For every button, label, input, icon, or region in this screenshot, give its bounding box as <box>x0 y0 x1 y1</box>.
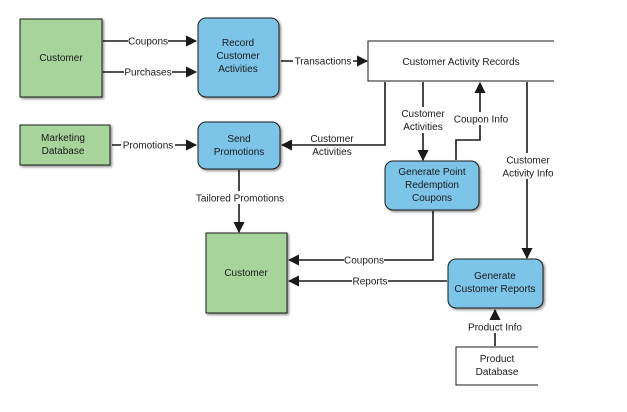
flow-label-coupon-info: Coupon Info <box>454 115 509 126</box>
flow-line-coupons-out <box>287 211 434 266</box>
store-customer-activity-records: Customer Activity Records <box>367 40 554 82</box>
flow-label-reports: Reports <box>352 277 387 288</box>
flow-line-activities-to-send <box>280 82 386 151</box>
flow-label-tailored: Tailored Promotions <box>196 194 284 205</box>
store-label-customer-activity-records: Customer Activity Records <box>402 57 519 68</box>
entity-customer-middle: Customer <box>205 232 288 314</box>
flow-label-product-info: Product Info <box>468 323 522 334</box>
flow-label-coupons-out: Coupons <box>344 256 384 267</box>
flow-line-coupon-info <box>455 81 486 160</box>
flow-label-purchases: Purchases <box>124 68 171 79</box>
flow-label-promotions: Promotions <box>123 141 174 152</box>
entity-label-customer-top: Customer <box>39 53 83 64</box>
entity-customer-top: Customer <box>19 18 103 98</box>
flow-label-transactions: Transactions <box>295 57 352 68</box>
flow-label-coupons-in: Coupons <box>128 37 168 48</box>
entity-label-customer-middle: Customer <box>224 268 268 279</box>
flow-labels: Coupons Purchases Transactions Promotion… <box>121 34 556 334</box>
